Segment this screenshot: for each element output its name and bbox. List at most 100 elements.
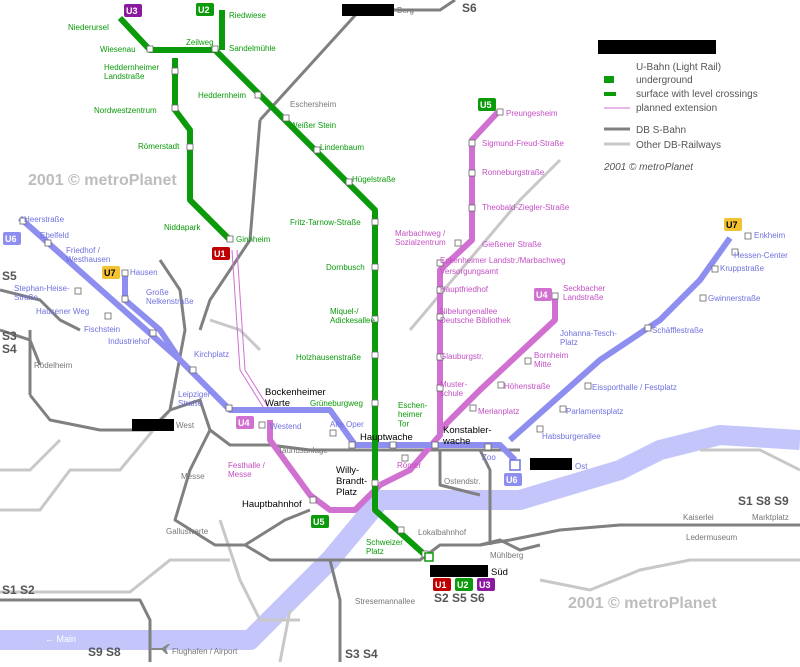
station-label: Muster-schule — [440, 380, 467, 398]
station-label: Hessen-Center — [734, 251, 788, 260]
station-label: Ledermuseum — [686, 533, 737, 542]
station-label: Hausener Weg — [36, 307, 89, 316]
station-label: Lokalbahnhof — [418, 528, 467, 537]
station-label: Galluswarte — [166, 527, 209, 536]
station-label: Eschersheim — [290, 100, 337, 109]
legend-surface: surface with level crossings — [636, 89, 758, 100]
station-label: Miquel-/Adickesallee — [330, 307, 375, 325]
watermark-bottom: 2001 © metroPlanet — [568, 595, 717, 612]
line-badge-u7-right: U7 — [724, 218, 742, 231]
svg-text:U6: U6 — [5, 234, 17, 244]
line-badge-u2-south: U2 — [455, 578, 473, 591]
station-markers — [19, 45, 752, 562]
sbahn-label: S2 S5 S6 — [434, 591, 485, 605]
green-lines — [117, 10, 428, 558]
station-label: Versorgungsamt — [440, 267, 499, 276]
line-badge-u6-left: U6 — [3, 232, 21, 245]
station-label: Parlamentsplatz — [566, 407, 623, 416]
svg-text:U4: U4 — [536, 290, 548, 300]
station-label: Habsburgerallee — [542, 432, 601, 441]
station-label: Taunusanlage — [278, 446, 328, 455]
station-label: Hauptwache — [360, 432, 413, 443]
legend-sbahn: DB S-Bahn — [636, 125, 686, 136]
river-label: ← Main — [45, 634, 76, 644]
station-label: Ost — [575, 462, 588, 471]
station-label: Hauptfriedhof — [440, 285, 489, 294]
legend-title-redacted — [598, 40, 716, 54]
station-label: Sigmund-Freud-Straße — [482, 139, 564, 148]
station-label: Lindenbaum — [320, 143, 364, 152]
airport-label: Flughafen / Airport — [172, 647, 238, 656]
legend-planned: planned extension — [636, 103, 717, 114]
legend: U-Bahn (Light Rail) underground surface … — [598, 40, 758, 173]
station-label: Gwinnerstraße — [708, 294, 761, 303]
sbahn-label: S5 — [2, 269, 17, 283]
line-badge-u6-east: U6 — [504, 473, 522, 486]
station-label: Marbachweg /Sozialzentrum — [395, 229, 446, 247]
station-label: Kirchplatz — [194, 350, 229, 359]
station-label: Eissporthalle / Festplatz — [592, 383, 677, 392]
line-badge-u7-left: U7 — [102, 266, 120, 279]
station-label: Fischstein — [84, 325, 120, 334]
station-label: Gießener Straße — [482, 240, 542, 249]
station-label: Niederursel — [68, 23, 109, 32]
station-label: Konstabler-wache — [442, 425, 492, 447]
sbahn-label: S6 — [462, 1, 477, 15]
line-badge-u1: U1 — [212, 247, 230, 260]
station-label: Schäfflestraße — [652, 326, 704, 335]
station-label: Dornbusch — [326, 263, 365, 272]
redacted-box — [342, 4, 394, 16]
station-label: Westend — [270, 422, 301, 431]
line-badge-u3-top: U3 — [124, 4, 142, 17]
station-label: Preungesheim — [506, 109, 558, 118]
svg-text:U4: U4 — [238, 418, 250, 428]
station-label: Heddernheim — [198, 91, 246, 100]
station-label: Weißer Stein — [290, 121, 336, 130]
line-badge-u1-south: U1 — [433, 578, 451, 591]
watermark-top: 2001 © metroPlanet — [28, 172, 177, 189]
station-label: Ginnheim — [236, 235, 271, 244]
legend-underground-swatch — [604, 76, 614, 83]
station-label: Messe — [181, 472, 205, 481]
line-badge-u2-top: U2 — [196, 3, 214, 16]
station-label: Süd — [491, 567, 508, 578]
legend-other: Other DB-Railways — [636, 140, 721, 151]
line-badge-u3-south: U3 — [477, 578, 495, 591]
station-label: Nordwestzentrum — [94, 106, 157, 115]
station-label: Hausen — [130, 268, 158, 277]
station-label: Glauburgstr. — [440, 352, 484, 361]
station-label: Industriehof — [108, 337, 151, 346]
redacted-box — [530, 458, 572, 470]
sbahn-label: S3 — [2, 329, 17, 343]
sbahn-label: S1 S8 S9 — [738, 494, 789, 508]
station-label: Grüneburgweg — [310, 399, 363, 408]
station-label: Marktplatz — [752, 513, 789, 522]
svg-text:U3: U3 — [126, 6, 138, 16]
station-label: Kaiserlei — [683, 513, 714, 522]
sbahn-label: S1 S2 — [2, 583, 35, 597]
svg-text:U5: U5 — [480, 100, 492, 110]
station-label: Alte Oper — [330, 420, 364, 429]
svg-text:U1: U1 — [214, 249, 226, 259]
station-label: Ronneburgstraße — [482, 168, 545, 177]
airplane-icon — [150, 644, 170, 654]
station-label: Niddapark — [164, 223, 201, 232]
station-label: Ostendstr. — [444, 477, 480, 486]
station-label: Hügelstraße — [352, 175, 396, 184]
violet-lines — [18, 215, 733, 463]
station-label: Hauptbahnhof — [242, 499, 302, 510]
station-label: Festhalle /Messe — [228, 461, 266, 479]
svg-text:U7: U7 — [104, 268, 116, 278]
legend-ubahn: U-Bahn (Light Rail) — [636, 62, 721, 73]
svg-text:U1: U1 — [435, 580, 447, 590]
station-label: Kruppstraße — [720, 264, 765, 273]
station-label: Holzhausenstraße — [296, 353, 361, 362]
